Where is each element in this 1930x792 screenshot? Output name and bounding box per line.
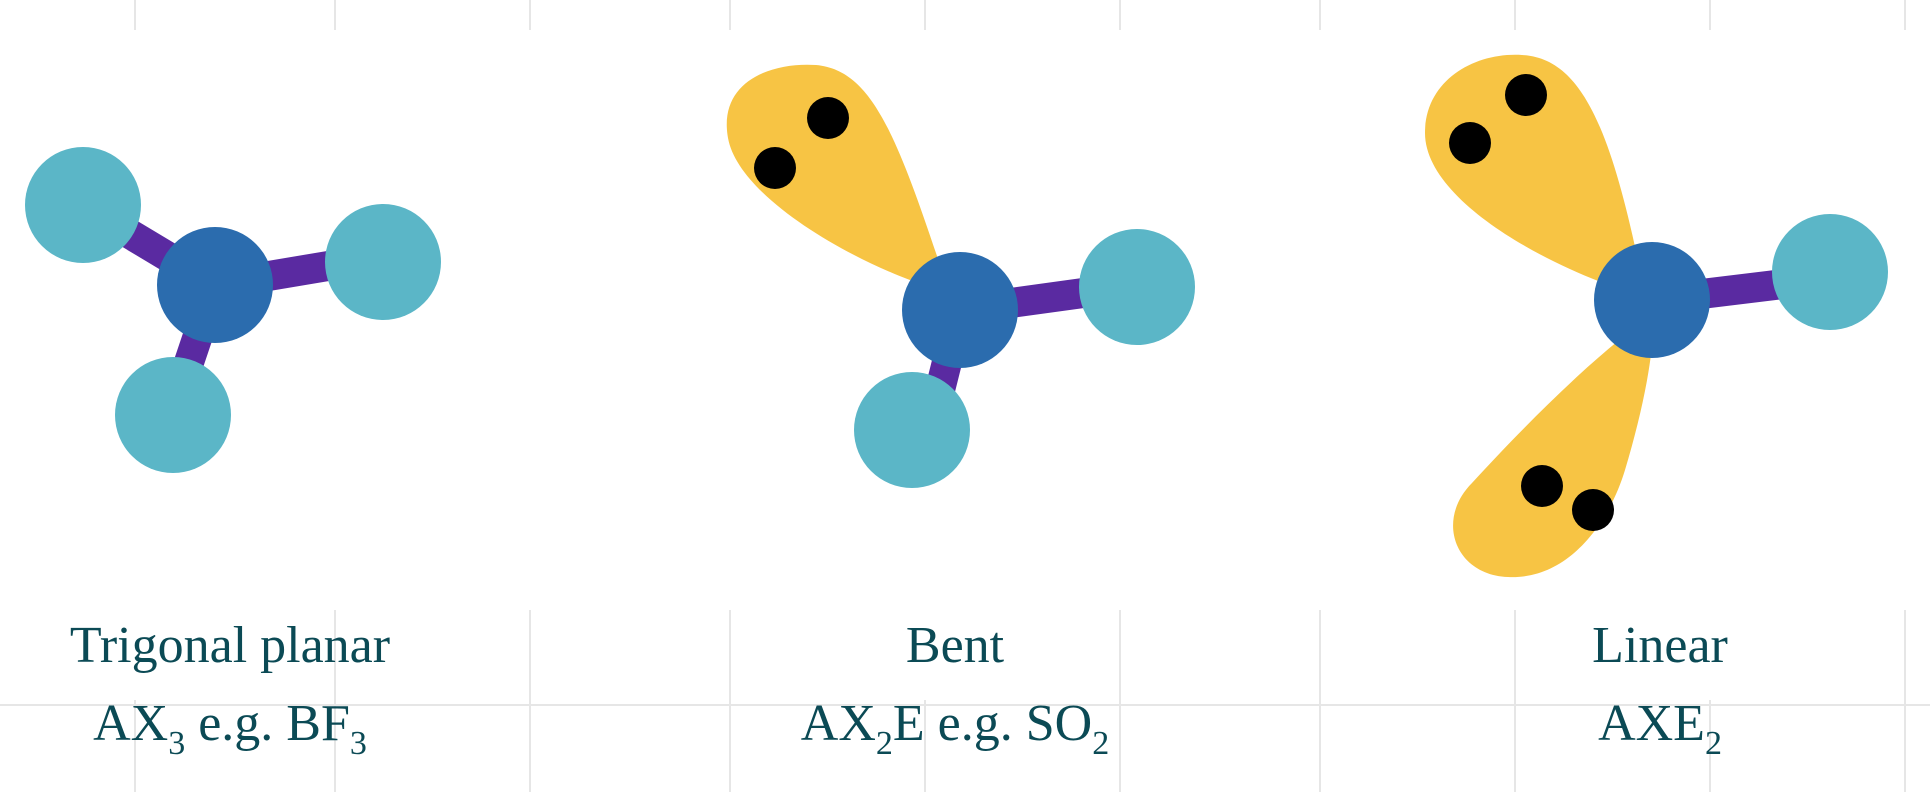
geometry-name: Linear: [1592, 617, 1728, 674]
electron: [807, 97, 849, 139]
formula-line: AX2E e.g. SO2: [705, 695, 1205, 761]
electron: [1572, 489, 1614, 531]
formula-line: AX3 e.g. BF3: [0, 695, 460, 761]
example-subscript: 2: [1092, 725, 1110, 762]
example-formula: e.g. BF: [185, 695, 350, 752]
electron: [1449, 122, 1491, 164]
terminal-atom: [1079, 229, 1195, 345]
central-atom: [1594, 242, 1710, 358]
formula-mid: E: [892, 695, 925, 752]
terminal-atom: [115, 357, 231, 473]
central-atom: [902, 252, 1018, 368]
central-atom: [157, 227, 273, 343]
lone-pair-lobe: [726, 64, 960, 296]
formula-main: AX: [800, 695, 876, 752]
example-subscript: 3: [349, 725, 367, 762]
bent-molecule: [726, 64, 1195, 488]
formula-main: AX: [93, 695, 169, 752]
electron: [1521, 465, 1563, 507]
geometry-name: Bent: [905, 617, 1005, 674]
formula-line: AXE2: [1460, 695, 1860, 761]
linear-molecule: [1425, 54, 1888, 578]
formula-subscript: 2: [875, 725, 893, 762]
terminal-atom: [325, 204, 441, 320]
trigonal-planar-molecule: [25, 147, 441, 473]
terminal-atom: [1772, 214, 1888, 330]
formula-subscript: 2: [1704, 725, 1722, 762]
formula-subscript: 3: [168, 725, 186, 762]
geometry-name: Trigonal planar: [69, 617, 391, 674]
lone-pair-lobe: [1425, 54, 1660, 300]
electron: [1505, 74, 1547, 116]
lone-pair-lobe: [1453, 315, 1654, 578]
example-formula: e.g. SO: [924, 695, 1093, 752]
formula-main: AXE: [1598, 695, 1705, 752]
terminal-atom: [854, 372, 970, 488]
terminal-atom: [25, 147, 141, 263]
electron: [754, 147, 796, 189]
